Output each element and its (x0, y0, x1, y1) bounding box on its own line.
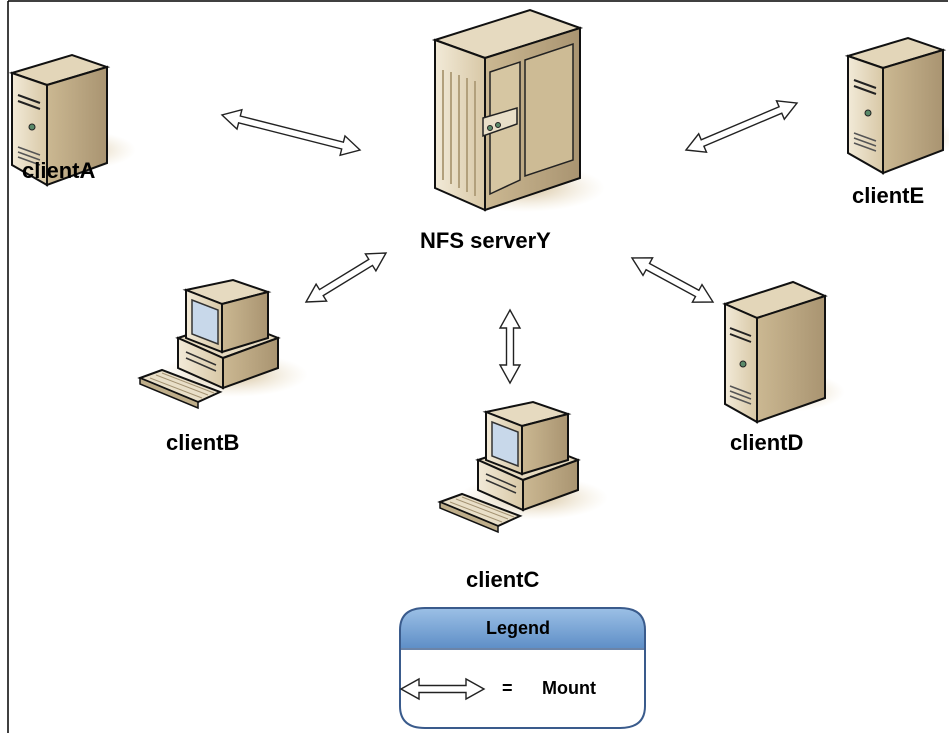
mount-arrow-clientB-server (304, 252, 388, 303)
clientC-label: clientC (466, 567, 540, 592)
legend-equals-sign: = (502, 678, 513, 698)
mount-arrow-clientC-server (498, 308, 522, 385)
clientA-server-icon (8, 53, 136, 187)
clientE-label: clientE (852, 183, 925, 208)
legend-mount-label: Mount (542, 678, 596, 698)
legend-mount-arrow (399, 677, 486, 701)
clientC-desktop-computer-icon (437, 400, 608, 534)
mount-arrows (220, 99, 799, 385)
clientD-label: clientD (730, 430, 804, 455)
legend-mount-arrow-icon (399, 677, 486, 701)
clientB-label: clientB (166, 430, 240, 455)
clientE-server-icon (844, 36, 949, 175)
server-label: NFS serverY (420, 228, 551, 253)
nfs-server-tower-icon (431, 8, 605, 212)
legend-title: Legend (486, 618, 551, 638)
mount-arrow-clientA-server (220, 108, 362, 157)
legend-box (399, 607, 646, 729)
mount-arrow-clientD-server (630, 257, 715, 303)
mount-arrow-clientE-server (684, 99, 799, 154)
clientA-label: clientA (22, 158, 96, 183)
clientB-desktop-computer-icon (137, 278, 308, 410)
clientD-server-icon (722, 280, 845, 424)
